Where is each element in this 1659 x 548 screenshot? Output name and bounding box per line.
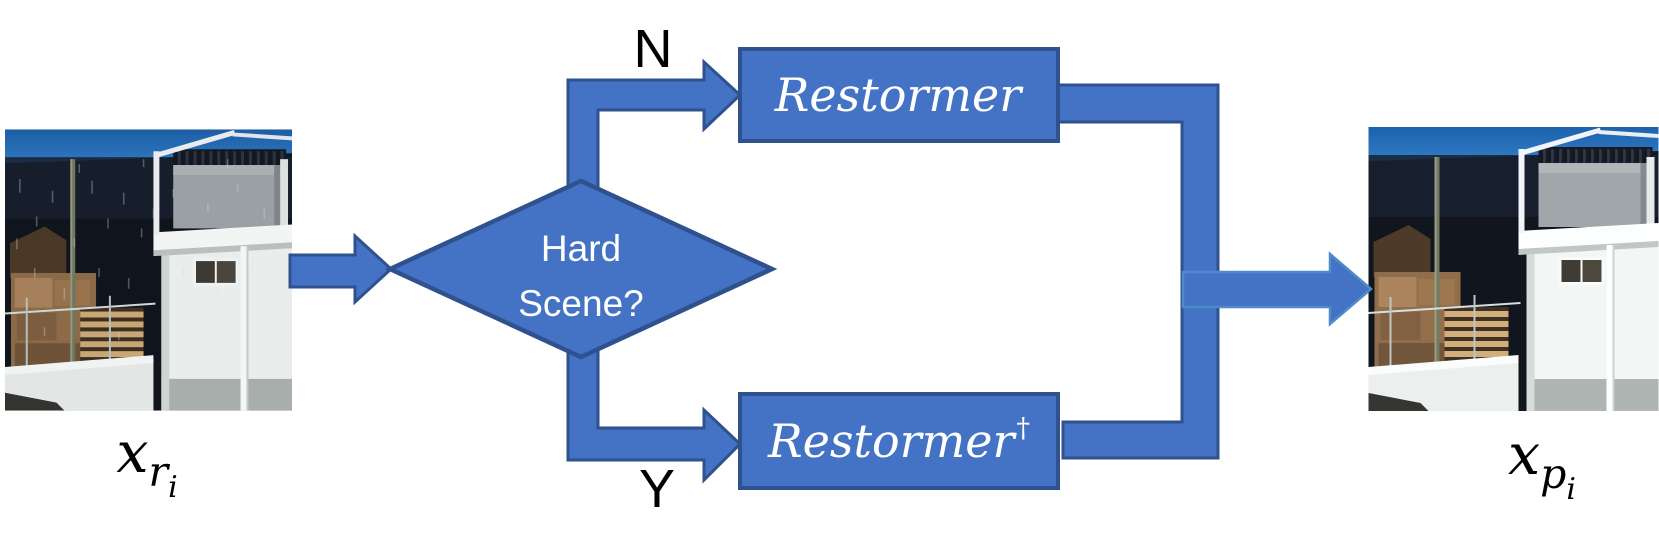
input-label: xri [52,420,242,505]
restormer-label: Restormer [774,68,1022,122]
output-label-subsub: i [1566,472,1576,507]
branch-n-label: N [633,19,673,79]
output-label-base: x [1507,422,1541,488]
decision-label-line1: Hard [540,228,622,269]
restormer-dagger-box-text: Restormer† [768,414,1030,468]
input-label-sub: r [148,448,169,496]
restormer-dagger-label: Restormer [768,414,1015,468]
branch-n-arrow [566,58,743,192]
rain-streaks [16,159,266,341]
branch-y-arrow [566,348,743,484]
output-arrow [1181,251,1373,327]
merge-elbow-top [1056,83,1220,293]
input-label-base: x [116,420,149,486]
decision-label-line2: Scene? [518,283,644,324]
restormer-dagger-superscript: † [1016,413,1030,444]
restormer-box-text: Restormer [775,68,1023,122]
branch-y-label: Y [638,459,676,519]
rainy-scene-picture [5,129,292,411]
input-label-subsub: i [168,470,178,505]
merge-elbow-bottom [1061,289,1220,460]
restormer-dagger-box: Restormer† [738,392,1060,490]
output-label: xpi [1447,422,1637,507]
restormer-box: Restormer [738,47,1060,143]
decision-diamond [384,178,778,360]
input-image [5,128,292,412]
output-label-sub: p [1540,450,1567,498]
decision-label: Hard Scene? [456,221,706,331]
input-arrow [288,232,394,306]
